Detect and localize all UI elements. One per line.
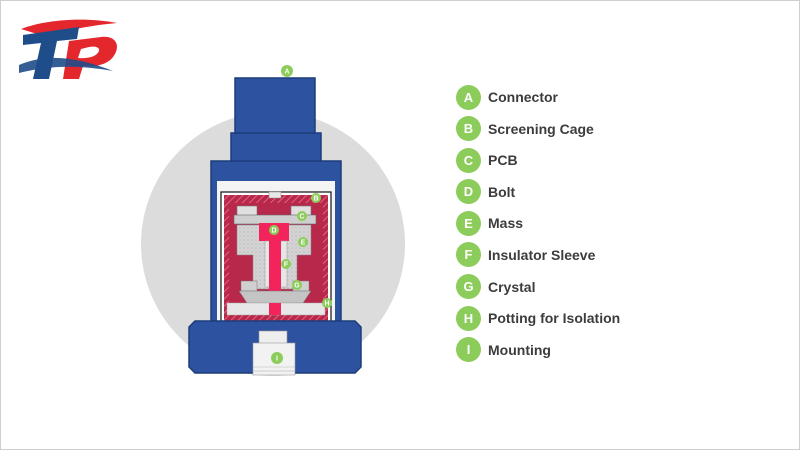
marker-b: B: [311, 193, 321, 203]
legend-badge: D: [456, 179, 481, 205]
legend-label: PCB: [488, 152, 518, 169]
pcb-left-block: [236, 205, 258, 217]
legend-badge: I: [456, 337, 481, 363]
marker-e-label: E: [301, 240, 306, 247]
legend-badge: C: [456, 147, 481, 173]
legend-label: Mounting: [488, 341, 551, 358]
legend-label: Insulator Sleeve: [488, 246, 596, 263]
legend-item-mass: E Mass: [456, 210, 620, 236]
legend-badge: A: [456, 84, 481, 110]
legend-item-crystal: G Crystal: [456, 274, 620, 300]
legend-item-pcb: C PCB: [456, 147, 620, 173]
tp-logo: TP: [17, 13, 117, 79]
connector-collar: [230, 132, 322, 164]
legend-item-mounting: I Mounting: [456, 337, 620, 363]
marker-c: C: [297, 211, 307, 221]
legend-badge: B: [456, 116, 481, 142]
legend-label: Potting for Isolation: [488, 310, 621, 327]
legend-label: Mass: [488, 215, 524, 232]
marker-c-label: C: [299, 214, 304, 221]
marker-g: G: [292, 280, 302, 290]
connector-top: [234, 77, 316, 137]
marker-e: E: [298, 237, 308, 247]
marker-d: D: [269, 225, 279, 235]
marker-d-label: D: [271, 228, 276, 235]
marker-a: A: [281, 65, 293, 77]
marker-h-label: H: [324, 301, 329, 308]
top-plug: [268, 191, 282, 199]
legend-badge: H: [456, 305, 481, 331]
legend-badge: F: [456, 242, 481, 268]
logo-swoosh-blue: [19, 57, 113, 73]
legend-label: Crystal: [488, 278, 536, 295]
logo-p: [63, 36, 117, 79]
marker-g-label: G: [294, 283, 300, 290]
legend-badge: E: [456, 210, 481, 236]
parts-legend: A Connector B Screening Cage C PCB D Bol…: [456, 84, 620, 368]
legend-label: Screening Cage: [488, 120, 594, 137]
legend-item-screening-cage: B Screening Cage: [456, 116, 620, 142]
bolt-foot: [269, 303, 281, 315]
legend-label: Connector: [488, 89, 558, 105]
legend-item-potting: H Potting for Isolation: [456, 305, 620, 331]
crystal-left: [240, 280, 258, 292]
sensor-cross-section: A B C D E F G H: [141, 65, 405, 376]
legend-item-insulator-sleeve: F Insulator Sleeve: [456, 242, 620, 268]
marker-i-label: I: [276, 356, 278, 363]
marker-a-label: A: [284, 69, 289, 76]
marker-i: I: [271, 352, 283, 364]
legend-badge: G: [456, 274, 481, 300]
legend-label: Bolt: [488, 183, 516, 200]
marker-f: F: [281, 259, 291, 269]
logo-text: TP: [17, 13, 19, 14]
marker-f-label: F: [284, 262, 289, 269]
marker-h: H: [322, 298, 332, 308]
crystal-base-wedge: [238, 290, 312, 304]
legend-item-bolt: D Bolt: [456, 179, 620, 205]
legend-item-connector: A Connector: [456, 84, 620, 110]
marker-b-label: B: [313, 196, 318, 203]
